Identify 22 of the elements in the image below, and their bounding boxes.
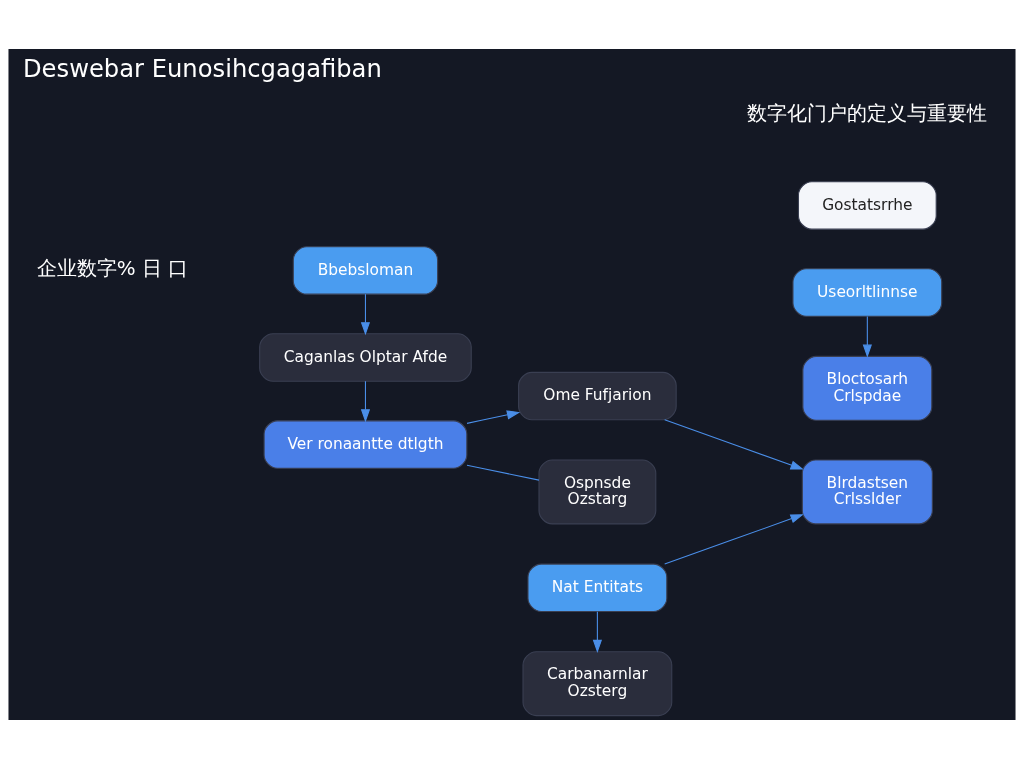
- node-box: Bloctosarh Crlspdae: [802, 355, 933, 421]
- node-box: Gostatsrrhe: [797, 180, 937, 230]
- arrow: [360, 293, 371, 335]
- diagram-title: Deswebar Eunosihcgagafiban: [22, 54, 382, 83]
- arrow: [664, 513, 804, 565]
- node-box: Ome Fufjarion: [518, 371, 677, 420]
- label: 企业数字% 日 口: [36, 256, 189, 280]
- node-box: Bbebsloman: [292, 245, 439, 295]
- arrow: [862, 315, 872, 358]
- arrow: [592, 610, 603, 653]
- node-box: Caganlas Olptar Afde: [259, 332, 472, 382]
- node-box: Ospnsde Ozstarg: [538, 458, 657, 524]
- node-box: Ver ronaantte dtlgth: [263, 419, 468, 469]
- arrow: [664, 418, 804, 470]
- caption: 数字化门户的定义与重要性: [747, 101, 988, 125]
- node-box: Carbanarnlar Ozsterg: [522, 650, 673, 716]
- arrow: [466, 409, 521, 424]
- arrow: [360, 380, 371, 422]
- connector: [466, 464, 540, 481]
- node-box: Nat Entitats: [527, 563, 668, 612]
- node-box: Blrdastsen Crlsslder: [801, 458, 933, 524]
- node-box: Useorltlinnse: [792, 267, 943, 317]
